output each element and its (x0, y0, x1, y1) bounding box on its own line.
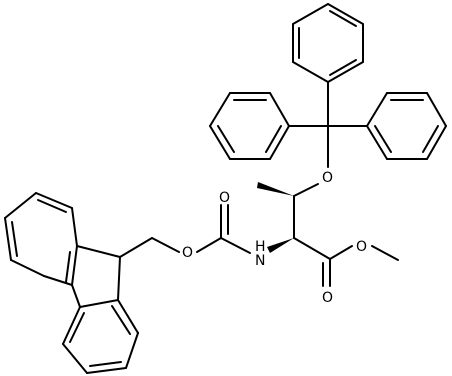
bond-ester-c-to-o (329, 245, 353, 260)
bond-carbamate-c-to-o (196, 237, 222, 253)
bond-ester-o-to-methyl (371, 245, 399, 261)
bond-nitrogen-to-carbamate-c (220, 237, 251, 254)
threonine-core (257, 182, 399, 287)
bond-oxygen-to-beta-carbon (293, 183, 319, 197)
atom-label-trityl-oxygen: O (322, 170, 333, 186)
fluorene-five-ring (71, 245, 121, 308)
atom-label-ester-carbonyl-oxygen: O (322, 290, 333, 306)
phenyl-ring-left (209, 92, 290, 160)
bond-ch2-to-fluorenyl-c9 (119, 237, 153, 258)
fluorene-ring-lower (62, 299, 139, 374)
bond-alpha-to-ester-carbon (293, 237, 331, 260)
phenyl-ring-top-precise (292, 3, 364, 83)
wedge-beta-methyl (257, 182, 294, 196)
phenyl-ring-right (366, 92, 447, 160)
atom-label-fmoc-ether-oxygen: O (182, 245, 193, 261)
trityl-group (288, 81, 368, 168)
bond-o-to-ch2 (151, 237, 180, 253)
atom-label-fmoc-carbonyl-oxygen: O (219, 190, 230, 206)
trityl-rings (209, 3, 447, 160)
wedge-alpha-to-nitrogen (267, 238, 294, 253)
atom-label-nitrogen: N (255, 253, 265, 269)
fmoc-group (4, 192, 251, 374)
atom-label-ester-ether-oxygen: O (356, 239, 367, 255)
atom-label-nitrogen-hydrogen: H (255, 239, 266, 255)
fluorene-ring-upper (4, 192, 78, 286)
